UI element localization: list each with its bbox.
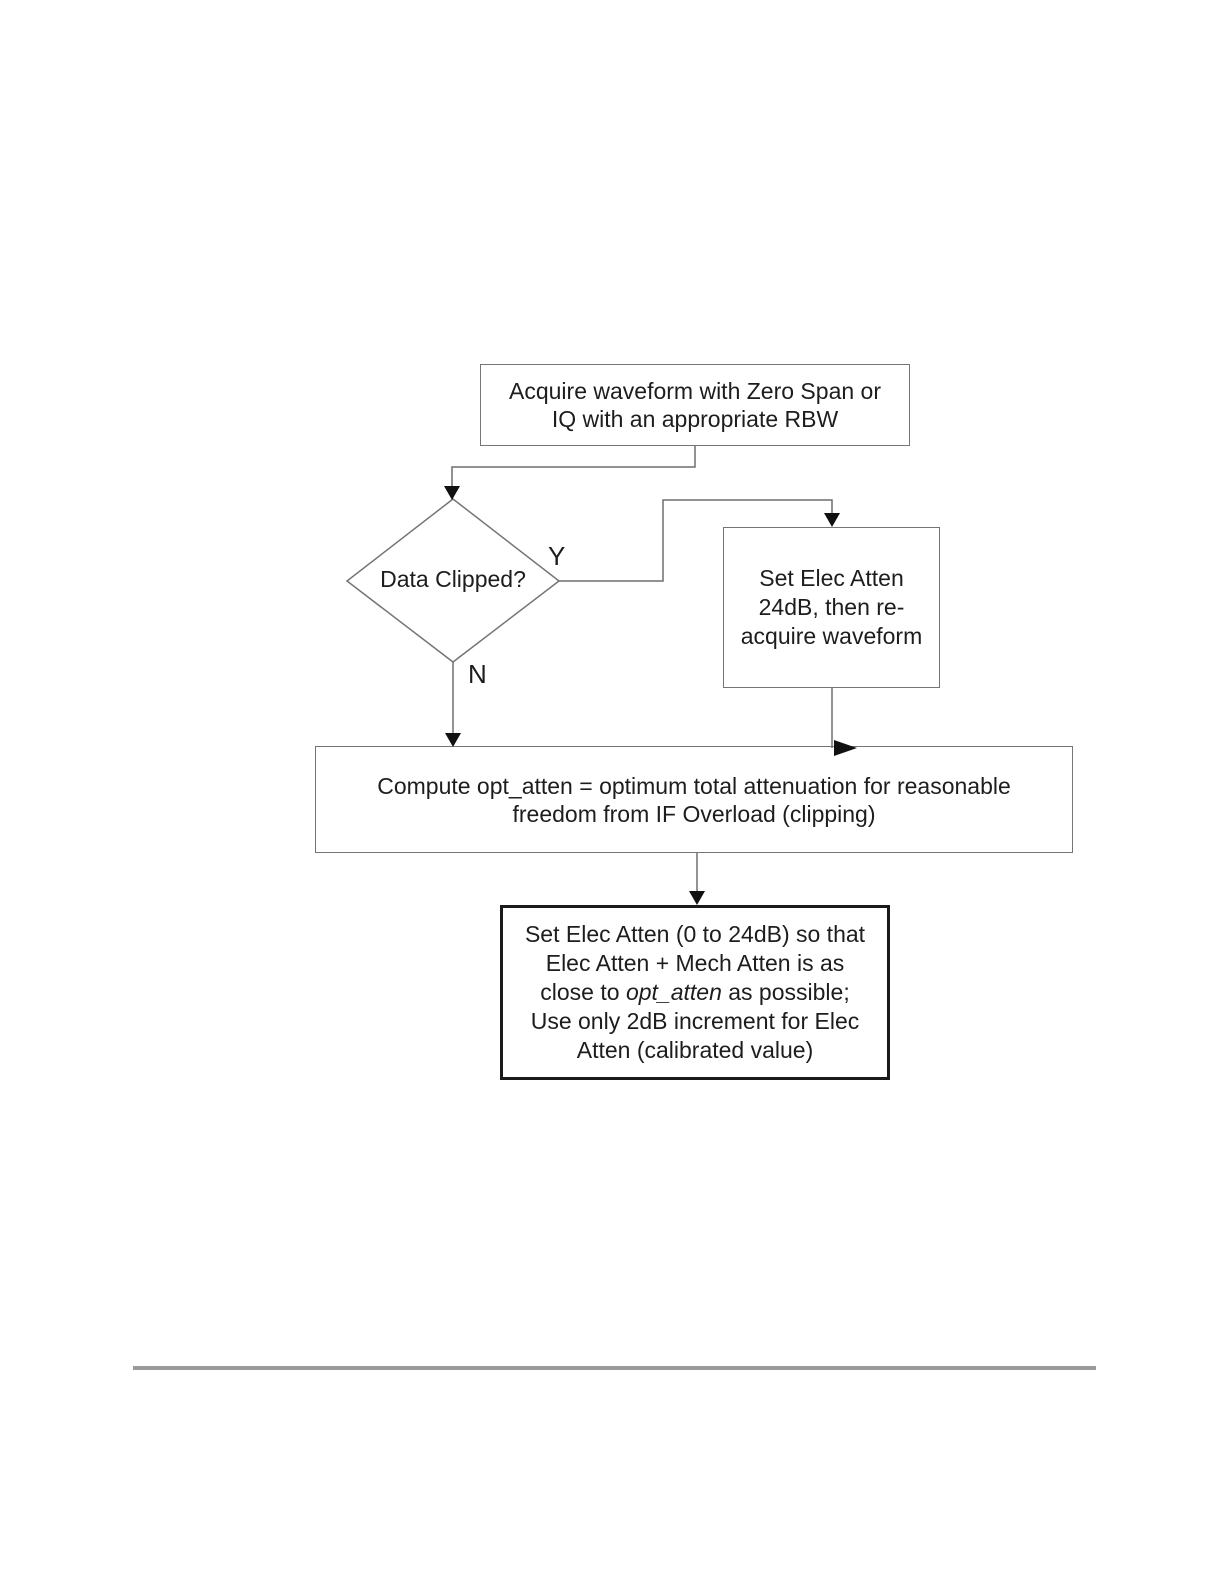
compute-opt-atten-line2: freedom from IF Overload (clipping): [512, 800, 876, 827]
decision-question-label: Data Clipped?: [380, 566, 526, 592]
set-elec-atten-line3: acquire waveform: [740, 623, 923, 649]
connector-acquire-to-decision: [451, 446, 696, 486]
set-elec-atten-24db-node: Set Elec Atten 24dB, then re- acquire wa…: [723, 527, 940, 688]
footer-divider-rule: [133, 1366, 1096, 1370]
set-elec-atten-final-node: Set Elec Atten (0 to 24dB) so that Elec …: [500, 905, 890, 1080]
set-elec-atten-line1: Set Elec Atten: [759, 565, 904, 591]
acquire-waveform-line2: IQ with an appropriate RBW: [551, 406, 839, 432]
set-elec-atten-line2: 24dB, then re-: [758, 594, 905, 620]
final-node-line5: Atten (calibrated value): [576, 1037, 814, 1063]
final-node-line3-prefix: close to: [540, 979, 626, 1005]
no-branch-label: N: [468, 659, 487, 689]
final-node-line3-suffix: as possible;: [721, 979, 850, 1005]
arrowhead-no-into-compute: [445, 733, 461, 747]
acquire-waveform-line1: Acquire waveform with Zero Span or: [509, 378, 881, 404]
arrowhead-into-decision: [444, 486, 460, 500]
compute-opt-atten-node: Compute opt_atten = optimum total attenu…: [315, 746, 1073, 853]
final-node-line3: close to opt_atten as possible;: [540, 978, 849, 1007]
yes-branch-label: Y: [548, 541, 566, 571]
acquire-waveform-node: Acquire waveform with Zero Span or IQ wi…: [480, 364, 910, 446]
arrowhead-into-final: [689, 891, 705, 905]
compute-opt-atten-line1: Compute opt_atten = optimum total attenu…: [377, 772, 1011, 799]
arrowhead-into-set-elec: [824, 513, 840, 527]
final-node-line1: Set Elec Atten (0 to 24dB) so that: [524, 921, 866, 947]
final-node-line4: Use only 2dB increment for Elec: [530, 1008, 860, 1034]
final-node-line2: Elec Atten + Mech Atten is as: [545, 950, 845, 976]
opt-atten-italic-term: opt_atten: [625, 979, 722, 1005]
